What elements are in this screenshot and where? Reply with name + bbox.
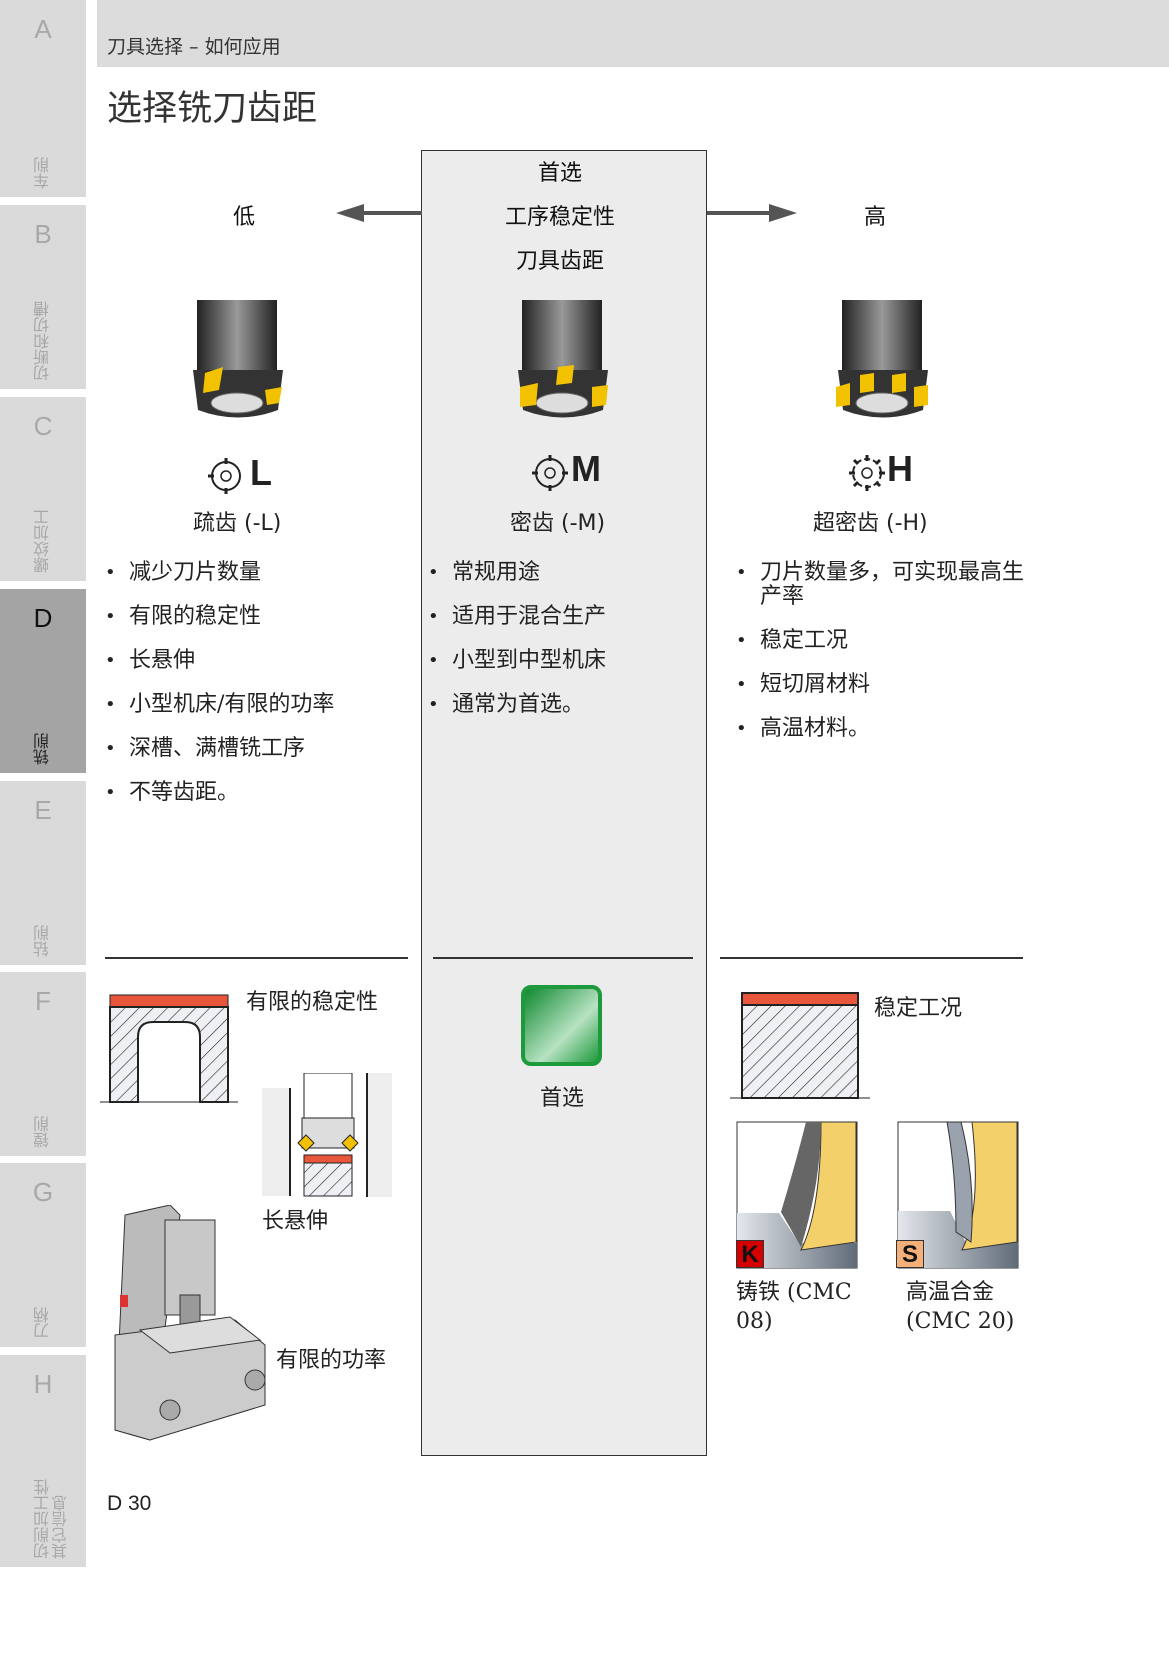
list-item: 小型到中型机床 — [428, 649, 698, 674]
extra-close-pitch-list: 刀片数量多，可实现最高生产率 稳定工况 短切屑材料 高温材料。 — [736, 561, 1026, 761]
list-item: 高温材料。 — [736, 717, 1026, 742]
divider — [433, 957, 693, 959]
list-item: 不等齿距。 — [105, 781, 405, 806]
tab-label: 镗削 — [33, 1116, 52, 1148]
page-number: D 30 — [107, 1492, 152, 1515]
milling-cutter-close-image — [518, 300, 608, 418]
extra-close-pitch-icon — [849, 455, 885, 491]
coarse-pitch-list: 减少刀片数量 有限的稳定性 长悬伸 小型机床/有限的功率 深槽、满槽铣工序 不等… — [105, 561, 405, 825]
sidebar-tab-h[interactable]: H 切削加工性 其它信息 — [0, 1355, 86, 1567]
tab-label: 螺纹加工 — [33, 509, 52, 573]
limited-power-caption: 有限的功率 — [276, 1348, 387, 1373]
list-item: 短切屑材料 — [736, 673, 1026, 698]
pitch-letter-m: M — [571, 448, 601, 489]
coarse-pitch-name: 疏齿 (-L) — [193, 511, 282, 536]
tab-label: 钻削 — [33, 925, 52, 957]
list-item: 小型机床/有限的功率 — [105, 693, 405, 718]
limited-stability-caption: 有限的稳定性 — [246, 990, 379, 1015]
close-pitch-list: 常规用途 适用于混合生产 小型到中型机床 通常为首选。 — [428, 561, 698, 737]
list-item: 常规用途 — [428, 561, 698, 586]
sidebar-tab-c[interactable]: C 螺纹加工 — [0, 397, 86, 581]
list-item: 深槽、满槽铣工序 — [105, 737, 405, 762]
breadcrumb: 刀具选择 – 如何应用 — [107, 36, 281, 58]
tab-label: 刀柄 — [33, 1307, 52, 1339]
limited-stability-diagram — [100, 994, 238, 1103]
sidebar-tab-a[interactable]: A 车削 — [0, 0, 86, 197]
sidebar-tab-b[interactable]: B 切断和切槽 — [0, 205, 86, 389]
list-item: 刀片数量多，可实现最高生产率 — [736, 561, 1026, 609]
tab-letter: G — [32, 1177, 54, 1207]
tab-letter: C — [33, 411, 53, 441]
divider — [105, 957, 408, 959]
sidebar-tab-g[interactable]: G 刀柄 — [0, 1163, 86, 1347]
iso-s-badge: S — [896, 1240, 924, 1268]
tab-label: 车削 — [33, 157, 52, 189]
scale-high: 高 — [863, 205, 886, 230]
stable-conditions-diagram — [730, 992, 870, 1099]
tab-letter: A — [34, 14, 52, 44]
iso-k-badge: K — [736, 1240, 764, 1268]
list-item: 适用于混合生产 — [428, 605, 698, 630]
hrsa-caption: 高温合金 (CMC 20) — [906, 1280, 1015, 1334]
milling-cutter-extra-close-image — [836, 300, 928, 418]
pitch-letter-h: H — [887, 448, 913, 489]
pitch-letter-l: L — [250, 452, 272, 493]
list-item: 减少刀片数量 — [105, 561, 405, 586]
center-heading-3: 刀具齿距 — [515, 249, 604, 274]
arrow-left-icon — [336, 204, 422, 222]
scale-low: 低 — [232, 205, 255, 230]
tab-label: 切断和切槽 — [33, 301, 52, 381]
milling-cutter-coarse-image — [193, 300, 283, 418]
hrsa-chip-diagram — [897, 1121, 1019, 1269]
tab-letter: H — [33, 1369, 53, 1399]
stable-conditions-caption: 稳定工况 — [874, 996, 963, 1021]
close-pitch-name: 密齿 (-M) — [510, 511, 606, 536]
divider — [720, 957, 1023, 959]
list-item: 长悬伸 — [105, 649, 405, 674]
page-title: 选择铣刀齿距 — [107, 89, 318, 129]
tab-letter: E — [34, 795, 52, 825]
coarse-pitch-icon — [208, 458, 241, 494]
preferred-caption: 首选 — [540, 1086, 585, 1111]
extra-close-pitch-name: 超密齿 (-H) — [813, 511, 928, 536]
list-item: 有限的稳定性 — [105, 605, 405, 630]
tab-label: 切削加工性 其它信息 — [33, 1479, 70, 1559]
long-overhang-diagram — [262, 1073, 392, 1197]
tab-label: 铣削 — [33, 733, 52, 765]
tab-letter: B — [34, 219, 52, 249]
center-heading-2: 工序稳定性 — [504, 205, 615, 230]
close-pitch-icon — [532, 455, 568, 491]
tab-letter: D — [33, 603, 53, 633]
preferred-icon — [521, 985, 602, 1066]
long-overhang-caption: 长悬伸 — [262, 1209, 329, 1234]
sidebar-tab-e[interactable]: E 钻削 — [0, 781, 86, 965]
cast-iron-caption: 铸铁 (CMC 08) — [736, 1280, 852, 1334]
tab-letter: F — [35, 986, 51, 1016]
small-machine-image — [114, 1205, 266, 1441]
list-item: 稳定工况 — [736, 629, 1026, 654]
header-bar — [97, 0, 1169, 67]
center-heading-1: 首选 — [537, 161, 582, 186]
sidebar-tab-d[interactable]: D 铣削 — [0, 589, 86, 773]
list-item: 通常为首选。 — [428, 693, 698, 718]
arrow-right-icon — [707, 204, 797, 222]
sidebar-tab-f[interactable]: F 镗削 — [0, 972, 86, 1156]
